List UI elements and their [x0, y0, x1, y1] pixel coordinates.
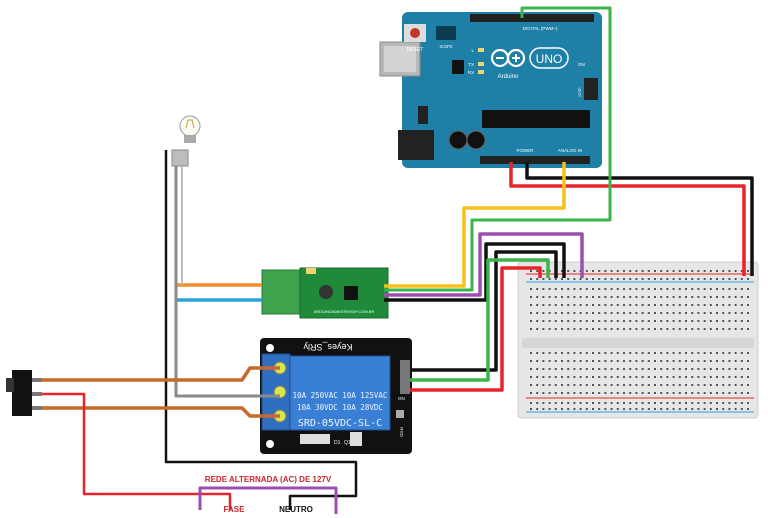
- wires: [42, 6, 754, 514]
- power-label: POWER: [516, 148, 534, 153]
- relay-on-label: ON: [398, 396, 405, 401]
- light-bulb-icon: [171, 115, 201, 167]
- relay-ryd-label: RYD: [399, 427, 404, 437]
- icsp2-label: ICSP2: [439, 44, 453, 49]
- relay-brand: Keyes_SRly: [303, 342, 353, 352]
- reset-label: RESET: [407, 47, 424, 53]
- arduino-uno-board: RESET ICSP2 DIGITAL (PWM~) L TX RX UNO A…: [379, 12, 602, 168]
- brand-label: Arduino: [498, 74, 519, 80]
- digital-label: DIGITAL (PWM~): [523, 26, 558, 31]
- breadboard-holes: [530, 270, 749, 410]
- relay-d1: D1: [334, 440, 341, 446]
- fase-label: FASE: [224, 505, 246, 514]
- relay-rating-2: 10A 30VDC 10A 28VDC: [297, 403, 383, 412]
- icsp-side-label: ICSP: [577, 87, 582, 97]
- switch-icon: [6, 370, 42, 416]
- relay-rating-1: 10A 250VAC 10A 125VAC: [293, 391, 388, 400]
- neutro-label: NEUTRO: [279, 505, 313, 514]
- led-rx-label: RX: [468, 70, 474, 75]
- arduino-logo-icon: [490, 48, 526, 68]
- on-label: ON: [578, 62, 585, 67]
- current-sensor-module: ARDUINOMAKERSHOP.COM.BR: [261, 267, 389, 319]
- mains-title: REDE ALTERNADA (AC) DE 127V: [205, 475, 332, 484]
- reset-button-icon: [410, 28, 420, 38]
- relay-q1: Q1: [344, 440, 351, 446]
- relay-module: 10A 250VAC 10A 125VAC 10A 30VDC 10A 28VD…: [260, 338, 412, 454]
- led-tx-label: TX: [468, 62, 474, 67]
- breadboard: [517, 261, 759, 419]
- model-label: UNO: [536, 52, 563, 66]
- relay-model: SRD-05VDC-SL-C: [298, 418, 382, 429]
- analog-label: ANALOG IN: [558, 148, 583, 153]
- led-l-label: L: [471, 48, 474, 53]
- sensor-label: ARDUINOMAKERSHOP.COM.BR: [314, 309, 375, 314]
